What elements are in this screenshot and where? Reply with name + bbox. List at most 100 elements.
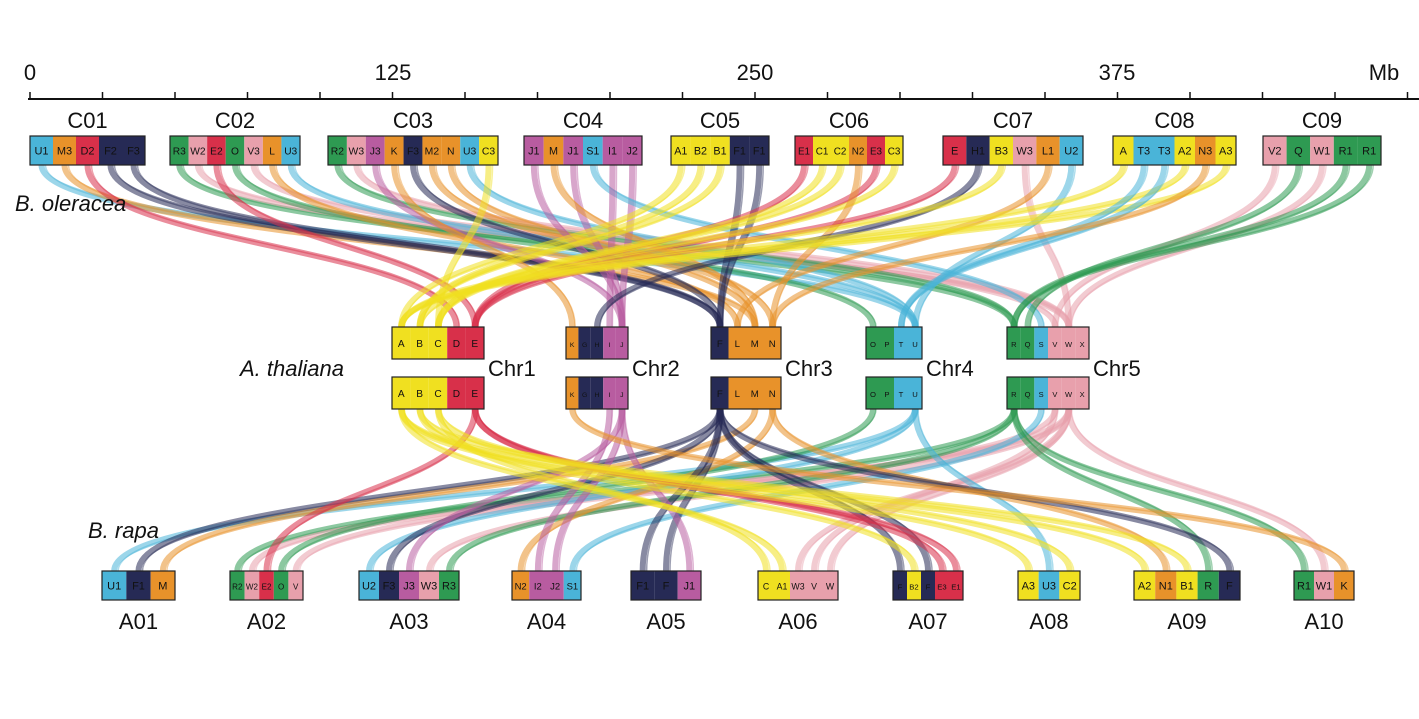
synteny-ribbon: [454, 164, 776, 328]
block-label: W3: [791, 582, 804, 592]
synteny-block: [763, 327, 781, 359]
block-label: H1: [971, 146, 985, 158]
block-label: S: [1039, 390, 1044, 399]
block-label: J3: [403, 581, 415, 593]
synteny-block: [512, 571, 530, 600]
synteny-block: [813, 136, 831, 165]
chromosome-outline: [101, 570, 176, 601]
synteny-block: [603, 327, 616, 359]
block-label: A: [1120, 146, 1128, 158]
block-label: J1: [684, 581, 696, 593]
synteny-block: [1061, 327, 1076, 359]
synteny-block: [460, 136, 480, 165]
chromosome-outline: [1112, 135, 1237, 166]
synteny-block: [690, 136, 711, 165]
synteny-ribbon: [574, 408, 1349, 572]
synteny-block: [1038, 571, 1060, 600]
synteny-block: [288, 571, 303, 600]
chromosome-outline: [1006, 326, 1090, 360]
block-label: R3: [173, 147, 186, 158]
synteny-block: [428, 327, 448, 359]
block-label: F: [1226, 581, 1233, 593]
block-label: U2: [1064, 146, 1078, 158]
synteny-block: [1314, 571, 1334, 600]
chromosome-label: C03: [393, 108, 433, 133]
synteny-block: [1218, 571, 1240, 600]
block-label: C: [763, 582, 770, 592]
chromosome-outline: [358, 570, 460, 601]
synteny-block: [1034, 377, 1048, 409]
scale-axis: 0 125 250 375 Mb: [24, 60, 1419, 100]
synteny-ribbon: [403, 164, 1231, 328]
chromosome-outline: [511, 570, 582, 601]
synteny-block: [346, 136, 366, 165]
synteny-block: [465, 377, 484, 409]
synteny-block: [1357, 136, 1381, 165]
block-label: F: [926, 583, 931, 592]
synteny-block: [479, 136, 498, 165]
block-label: S1: [567, 582, 579, 593]
block-label: V: [811, 582, 817, 592]
block-label: T: [899, 390, 904, 399]
synteny-block: [403, 136, 423, 165]
block-label: B: [416, 389, 423, 400]
synteny-ribbon: [739, 164, 1053, 328]
synteny-block: [546, 571, 564, 600]
synteny-block: [671, 136, 691, 165]
block-label: A1: [674, 146, 687, 158]
block-label: L: [269, 147, 275, 158]
chromosome-outline: [523, 135, 643, 166]
synteny-block: [1310, 136, 1334, 165]
chromosome-label: C04: [563, 108, 603, 133]
synteny-block: [894, 377, 908, 409]
block-label: W2: [246, 583, 259, 592]
axis-tick-125: 125: [375, 60, 412, 85]
synteny-ribbon: [1029, 164, 1304, 328]
synteny-block: [880, 377, 894, 409]
synteny-block: [966, 136, 990, 165]
synteny-block: [281, 136, 300, 165]
block-label: R2: [232, 583, 243, 592]
synteny-block: [1195, 136, 1216, 165]
chromosome-outline: [29, 135, 146, 166]
synteny-block: [30, 136, 53, 165]
synteny-block: [1215, 136, 1236, 165]
block-label: F1: [636, 581, 649, 593]
synteny-block: [76, 136, 99, 165]
chromosome-label: A10: [1304, 609, 1343, 634]
block-label: B: [416, 339, 423, 350]
synteny-block: [244, 571, 260, 600]
block-label: J1: [528, 146, 539, 158]
chromosome-outline: [757, 570, 839, 601]
block-label: F1: [733, 146, 746, 158]
axis-tick-250: 250: [737, 60, 774, 85]
block-label: F1: [132, 581, 145, 593]
species-label-oleracea: B. oleracea: [15, 191, 126, 216]
chromosome-label: A03: [389, 609, 428, 634]
block-label: B1: [713, 146, 726, 158]
synteny-block: [729, 136, 750, 165]
synteny-ribbon: [903, 164, 1169, 328]
block-label: T3: [1158, 146, 1171, 158]
synteny-block: [710, 136, 730, 165]
block-label: Q: [1294, 146, 1303, 158]
synteny-block: [677, 571, 701, 600]
synteny-ribbon: [435, 164, 897, 328]
synteny-block: [795, 136, 813, 165]
block-label: J: [620, 342, 623, 349]
synteny-block: [603, 377, 616, 409]
chromosome-outline: [630, 570, 702, 601]
synteny-block: [989, 136, 1013, 165]
chromosome-label: A07: [908, 609, 947, 634]
synteny-block: [746, 377, 764, 409]
synteny-block: [578, 327, 591, 359]
block-label: D: [453, 339, 460, 350]
block-label: F3: [407, 147, 419, 158]
block-label: L: [735, 339, 741, 350]
